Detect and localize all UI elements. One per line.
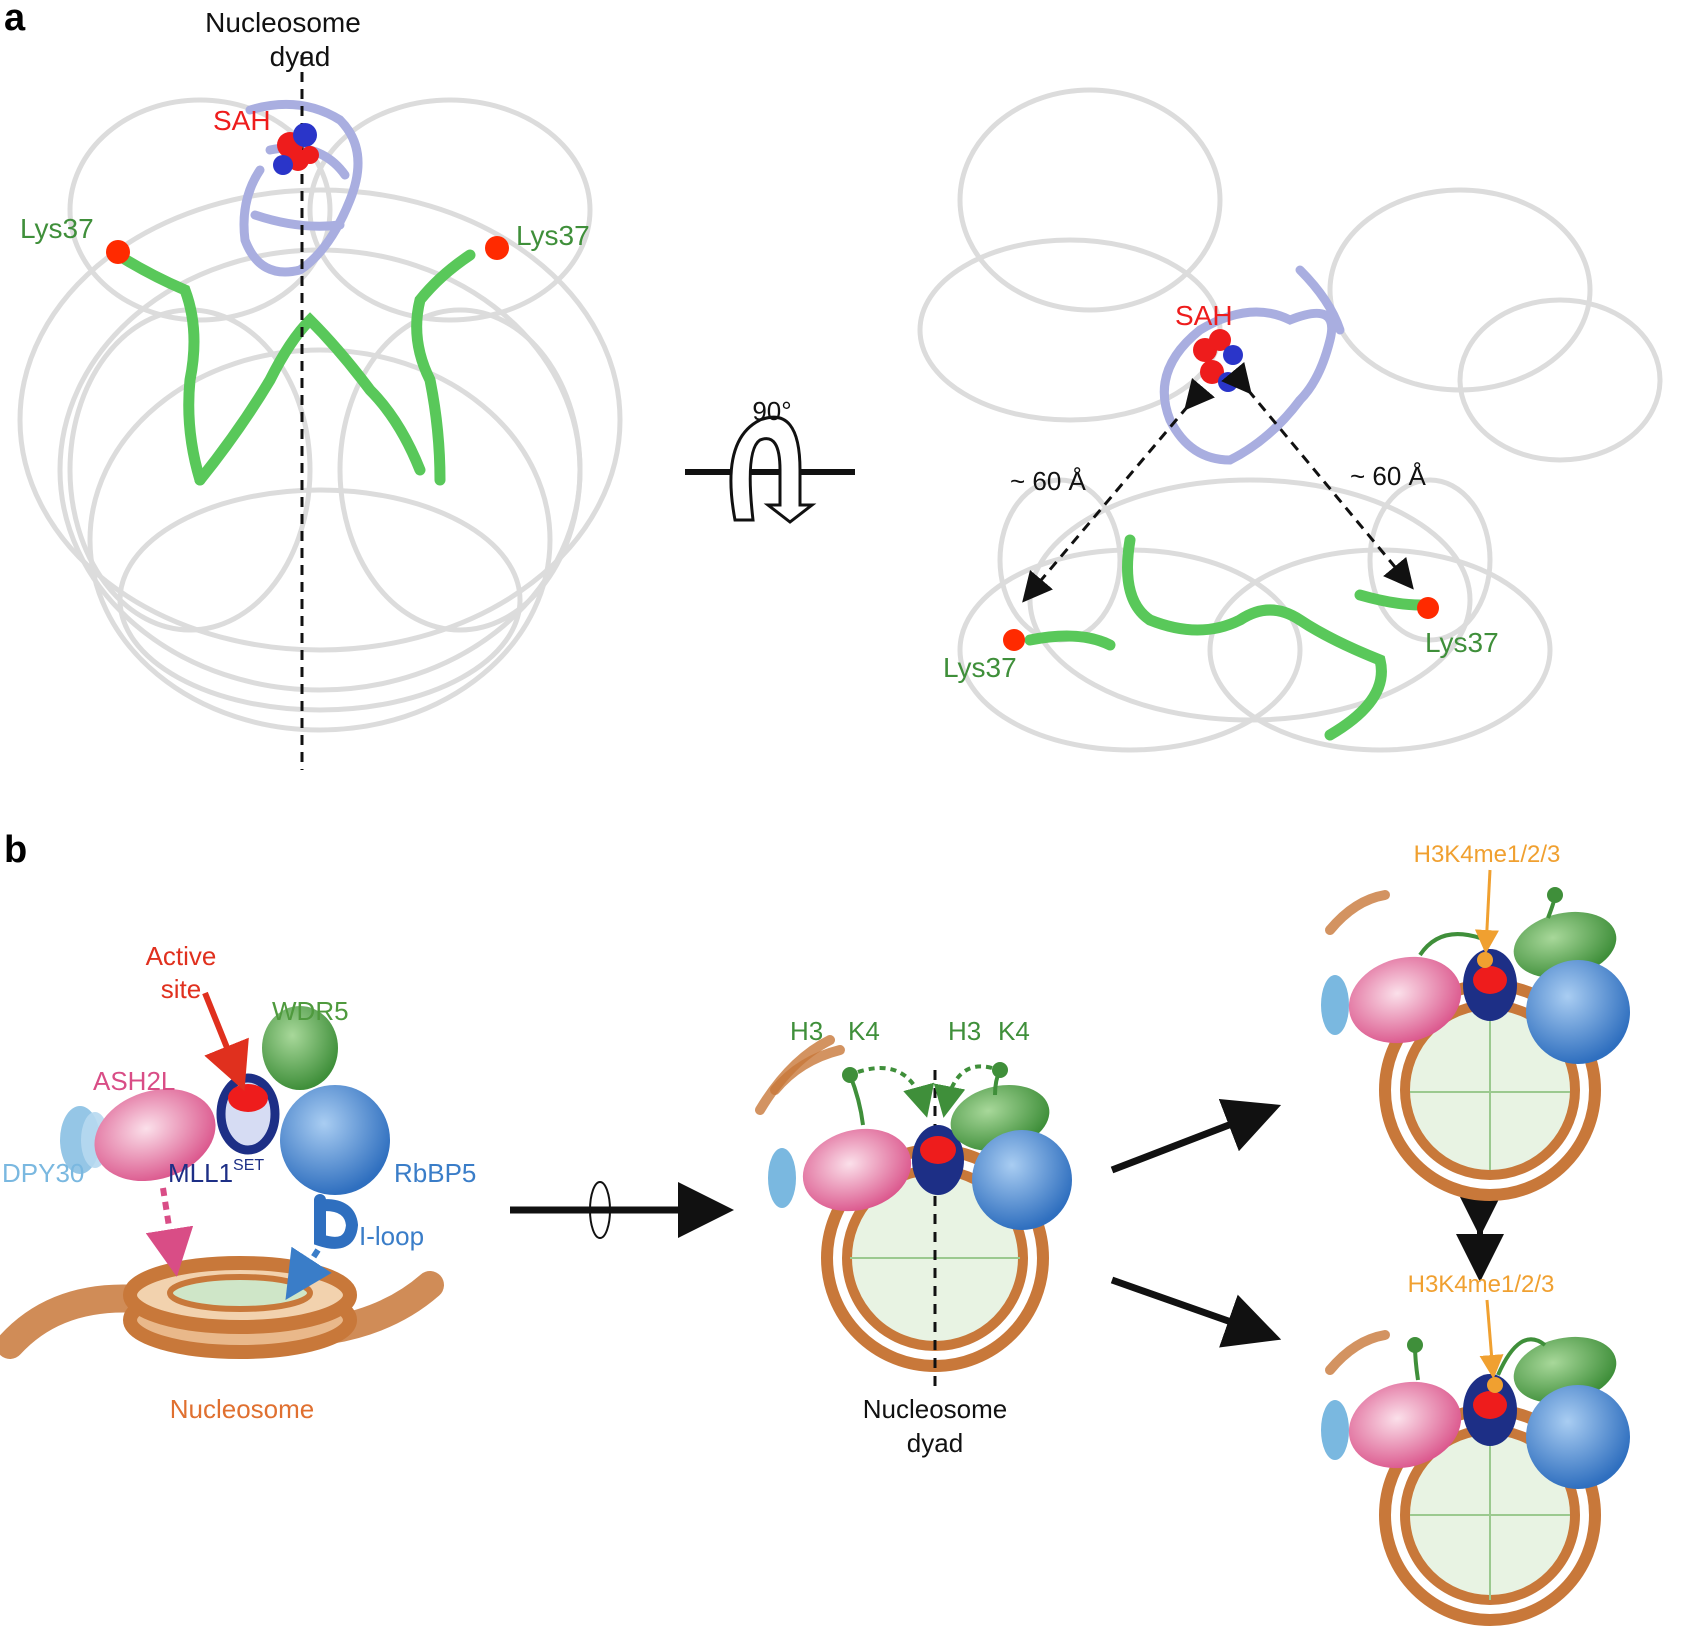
lys37-label-right-view-right: Lys37 [1425,627,1499,658]
top-ash2l [1348,956,1462,1044]
distance-label-left: ~ 60 Å [1010,466,1087,496]
nucleosome-grey-structure [17,97,623,733]
middle-rbbp5 [972,1130,1072,1230]
top-k4-dot [1547,887,1563,903]
panel-b-right-bottom-scheme: H3K4me1/2/3 [1321,1271,1630,1626]
top-active-site [1473,966,1507,994]
bottom-ash2l [1348,1381,1462,1469]
sah-molecule-left [273,123,319,175]
complex-grey-structure [917,87,1663,753]
mll1-label: MLL1SET [168,1157,264,1188]
panel-b-middle-scheme: H3 K4 H3 K4 Nucleosome dyad [755,1016,1072,1458]
active-site-label-line1: Active [146,941,217,971]
bottom-k4-dot [1407,1337,1423,1353]
wdr5-label: WDR5 [272,996,349,1026]
middle-ash2l [802,1128,912,1212]
lys37-dot-right [485,236,509,260]
histone-h3-ribbon [112,249,476,486]
k4-label-right: K4 [998,1016,1030,1046]
branch-arrow-down [1110,1276,1282,1348]
distance-arrow-left [1022,377,1215,603]
middle-dpy30 [768,1148,796,1208]
panel-a-label: a [4,0,26,39]
transition-arrow-1 [510,1181,734,1239]
rotation-90-icon: 90° [685,396,855,524]
ash2l-label: ASH2L [93,1066,175,1096]
dyad-label-middle-line2: dyad [907,1428,963,1458]
sah-molecule-right [1193,329,1243,392]
panel-a-left-structure: Nucleosome dyad SAH Lys37 Lys37 [17,7,623,770]
bottom-dpy30 [1321,1400,1349,1460]
dpy30-label: DPY30 [2,1158,84,1188]
rbbp5-shape [280,1085,390,1195]
rotate-icon [589,1181,611,1239]
top-methyl-mark [1477,952,1493,968]
panel-a-right-structure: SAH ~ 60 Å ~ 60 Å Lys37 Lys37 [917,87,1663,753]
top-mark-label: H3K4me1/2/3 [1414,841,1561,868]
bottom-wdr5 [1513,1336,1617,1404]
bottom-methyl-mark [1487,1377,1503,1393]
iloop-shape [314,1194,359,1249]
top-wdr5 [1513,911,1617,979]
rbbp5-docking-arrow [285,1246,332,1301]
branch-arrow-up [1110,1098,1282,1174]
active-site-dot [228,1084,268,1112]
rbbp5-label: RbBP5 [394,1158,476,1188]
middle-active-site [920,1136,956,1164]
bottom-mark-pointer [1479,1299,1504,1379]
nucleosome-label: Nucleosome [170,1394,315,1424]
ash2l-shape [94,1088,216,1182]
panel-b-right-top-scheme: H3K4me1/2/3 [1321,841,1630,1201]
top-dpy30 [1321,975,1349,1035]
nucleosome-disk [0,1256,444,1359]
lys37-dot-right-view-left [1003,629,1025,651]
dyad-label-left-line2: dyad [270,41,331,72]
top-rbbp5 [1526,960,1630,1064]
h3-label-right: H3 [948,1016,981,1046]
top-mark-pointer [1474,869,1499,954]
k4-dot-right [992,1062,1008,1078]
bottom-rbbp5 [1526,1385,1630,1489]
lys37-dot-right-view-right [1417,597,1439,619]
active-site-label-line2: site [161,974,201,1004]
k4-dot-left [842,1067,858,1083]
ash2l-docking-arrow [145,1187,194,1277]
bottom-active-site [1473,1391,1507,1419]
bottom-mark-label: H3K4me1/2/3 [1408,1271,1555,1298]
k4-label-left: K4 [848,1016,880,1046]
histone-h3-ribbon-right [1024,534,1426,741]
panel-b-label: b [4,829,27,871]
rotation-label: 90° [752,396,791,426]
active-site-arrow [202,991,249,1092]
iloop-label: I-loop [359,1221,424,1251]
distance-arrow-right [1221,361,1414,590]
lys37-dot-left [106,240,130,264]
panel-b-left-scheme: Active site WDR5 ASH2L DPY30 MLL1SET RbB… [0,941,476,1424]
sah-label-left: SAH [213,105,271,136]
lys37-label-left: Lys37 [20,213,94,244]
set-domain-ribbon-right [1159,265,1345,465]
lys37-label-right-view-left: Lys37 [943,652,1017,683]
lys37-label-right: Lys37 [516,220,590,251]
wdr5-shape [262,1006,338,1090]
k4-arrow-left [857,1066,935,1118]
distance-label-right: ~ 60 Å [1350,461,1427,491]
h3-label-left: H3 [790,1016,823,1046]
dyad-label-middle-line1: Nucleosome [863,1394,1008,1424]
top-h3-tail-engaged [1418,932,1481,957]
sah-label-right: SAH [1175,300,1233,331]
dyad-label-left-line1: Nucleosome [205,7,361,38]
